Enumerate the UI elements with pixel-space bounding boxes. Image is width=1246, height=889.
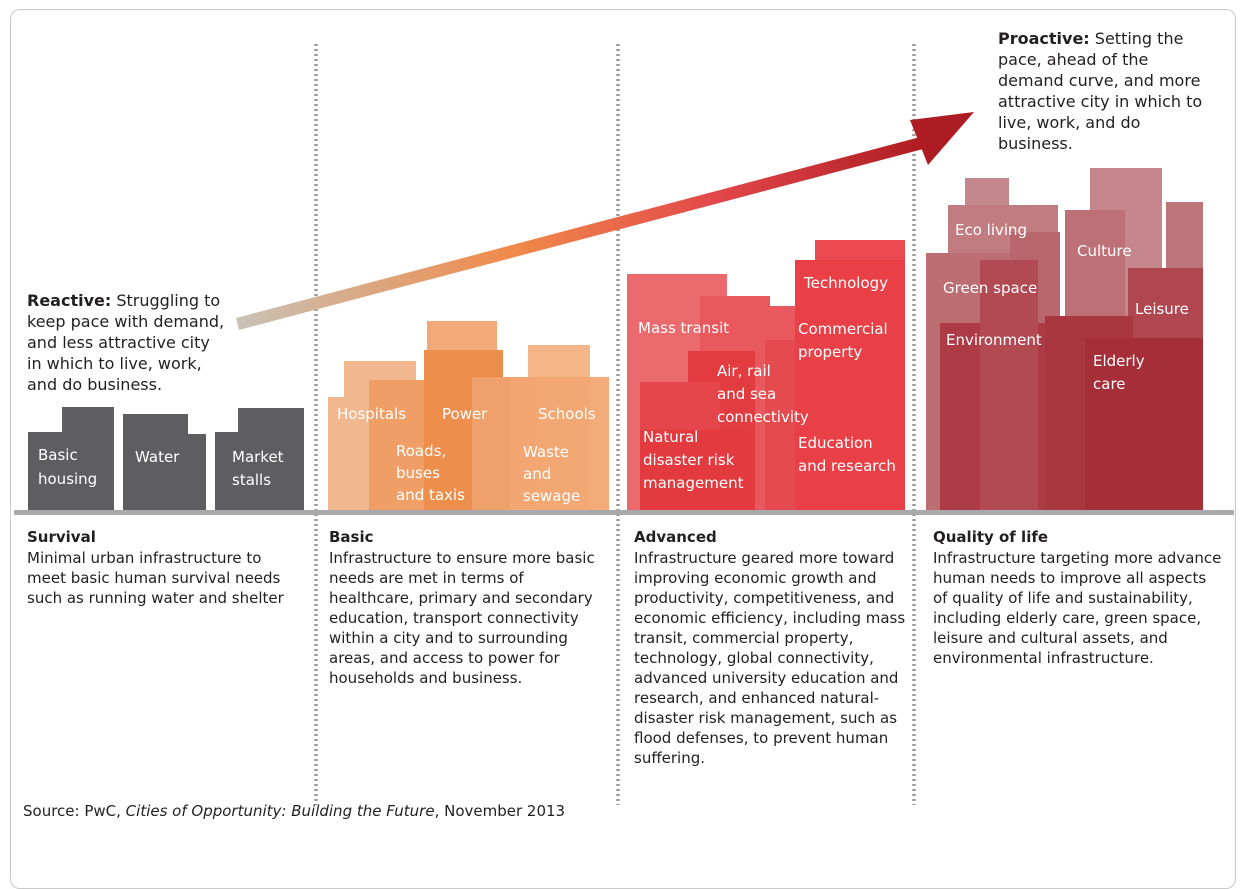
label-technology: Technology — [803, 274, 888, 292]
label-natural-3: management — [643, 474, 744, 492]
label-commercial-1: Commercial — [798, 320, 888, 338]
label-market-stalls-1: Market — [232, 448, 284, 466]
stage-advanced-text: Infrastructure geared more toward improv… — [634, 549, 906, 767]
label-elderly-2: care — [1093, 375, 1126, 393]
label-culture: Culture — [1077, 242, 1132, 260]
stage-quality-text: Infrastructure targeting more advance hu… — [933, 549, 1222, 667]
label-roads-3: and taxis — [396, 486, 465, 504]
label-natural-1: Natural — [643, 428, 698, 446]
building-basic-housing — [28, 407, 114, 510]
label-elderly-1: Elderly — [1093, 352, 1145, 370]
label-air-3: connectivity — [717, 408, 809, 426]
basic-buildings: Hospitals Power Schools Roads, buses and… — [328, 321, 609, 510]
block-natural — [640, 430, 750, 510]
label-education-1: Education — [798, 434, 873, 452]
proactive-note: Proactive: Setting the pace, ahead of th… — [998, 28, 1203, 154]
label-environment: Environment — [946, 331, 1042, 349]
stage-basic: Basic Infrastructure to ensure more basi… — [329, 527, 604, 688]
block-elderly-b — [1085, 338, 1203, 510]
label-basic-housing-1: Basic — [38, 446, 78, 464]
reactive-heading: Reactive: — [27, 291, 112, 310]
survival-buildings: Basic housing Water Market stalls — [28, 407, 304, 510]
stage-survival: Survival Minimal urban infrastructure to… — [27, 527, 297, 608]
stage-basic-text: Infrastructure to ensure more basic need… — [329, 549, 595, 687]
label-commercial-2: property — [798, 343, 862, 361]
label-water: Water — [135, 448, 180, 466]
source-note: Source: PwC, Cities of Opportunity: Buil… — [23, 801, 565, 821]
arrow-head — [910, 112, 974, 165]
arrow-shaft — [236, 136, 927, 330]
stage-advanced: Advanced Infrastructure geared more towa… — [634, 527, 906, 768]
label-waste-2: and — [523, 465, 551, 483]
label-roads-1: Roads, — [396, 442, 446, 460]
proactive-text: Setting the pace, ahead of the demand cu… — [998, 29, 1203, 153]
progress-arrow — [236, 112, 974, 330]
label-hospitals: Hospitals — [337, 405, 406, 423]
reactive-note: Reactive: Struggling to keep pace with d… — [27, 290, 227, 395]
label-eco-living: Eco living — [955, 221, 1027, 239]
stage-separators — [314, 44, 916, 805]
building-water — [123, 414, 206, 510]
label-waste-3: sewage — [523, 487, 580, 505]
source-prefix: Source: PwC, — [23, 802, 126, 820]
label-roads-2: buses — [396, 464, 440, 482]
ground-line — [14, 510, 1234, 515]
label-leisure: Leisure — [1135, 300, 1189, 318]
stage-survival-title: Survival — [27, 528, 96, 546]
block-waste-right — [510, 377, 609, 510]
label-market-stalls-2: stalls — [232, 471, 271, 489]
label-green-space: Green space — [943, 279, 1037, 297]
label-waste-1: Waste — [523, 443, 569, 461]
label-air-2: and sea — [717, 385, 776, 403]
label-air-1: Air, rail — [717, 362, 771, 380]
stage-survival-text: Minimal urban infrastructure to meet bas… — [27, 549, 284, 607]
label-schools: Schools — [538, 405, 596, 423]
block-education — [795, 260, 905, 510]
label-basic-housing-2: housing — [38, 470, 97, 488]
infrastructure-diagram: Basic housing Water Market stalls Hospit… — [14, 44, 1234, 805]
source-title: Cities of Opportunity: Building the Futu… — [125, 802, 435, 820]
advanced-buildings: Mass transit Technology Commercial prope… — [627, 240, 905, 510]
proactive-heading: Proactive: — [998, 29, 1090, 48]
building-market-stalls — [215, 408, 304, 510]
label-power: Power — [442, 405, 488, 423]
stage-quality-of-life: Quality of life Infrastructure targeting… — [933, 527, 1225, 668]
label-education-2: and research — [798, 457, 896, 475]
quality-buildings: Eco living Culture Green space Leisure E… — [926, 168, 1203, 510]
label-natural-2: disaster risk — [643, 451, 735, 469]
source-suffix: , November 2013 — [434, 802, 566, 820]
stage-advanced-title: Advanced — [634, 528, 717, 546]
label-mass-transit: Mass transit — [638, 319, 729, 337]
stage-quality-title: Quality of life — [933, 528, 1049, 546]
stage-basic-title: Basic — [329, 528, 374, 546]
block-environment-r — [980, 260, 1038, 510]
reactive-text: Struggling to keep pace with demand, and… — [27, 291, 225, 394]
